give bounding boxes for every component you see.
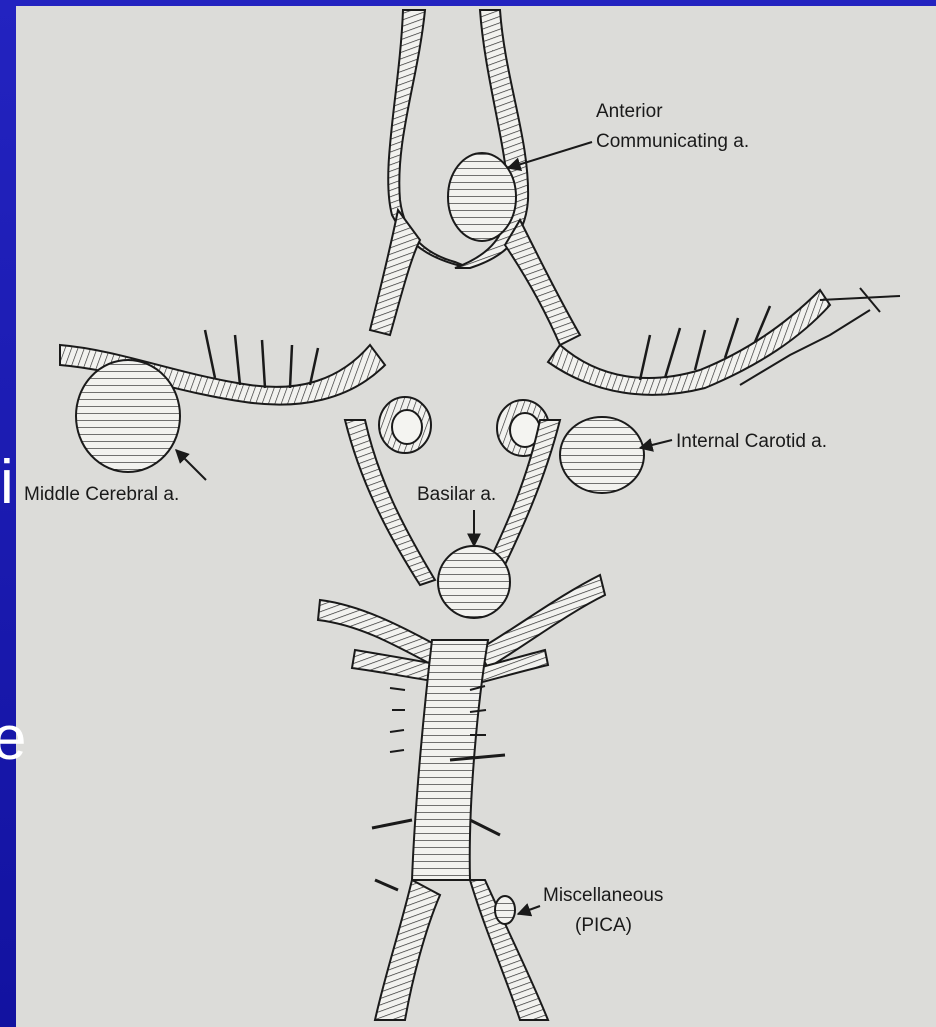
label-misc-line1: Miscellaneous <box>543 885 663 906</box>
internal-carotid-aneurysm <box>560 417 644 493</box>
label-anterior-line2: Communicating a. <box>596 131 749 152</box>
pica-aneurysm <box>495 896 515 924</box>
basilar-trunk <box>372 640 548 1020</box>
anterior-communicating-aneurysm <box>448 153 516 241</box>
label-basilar: Basilar a. <box>417 484 496 505</box>
label-misc-line2: (PICA) <box>575 915 632 936</box>
label-anterior-line1: Anterior <box>596 101 663 122</box>
label-internal-carotid: Internal Carotid a. <box>676 431 827 452</box>
internal-carotid-stumps <box>379 397 549 456</box>
basilar-aneurysm <box>438 546 510 618</box>
middle-cerebral-arteries <box>60 288 900 405</box>
label-middle-cerebral: Middle Cerebral a. <box>24 484 179 505</box>
middle-cerebral-aneurysm <box>76 360 180 472</box>
